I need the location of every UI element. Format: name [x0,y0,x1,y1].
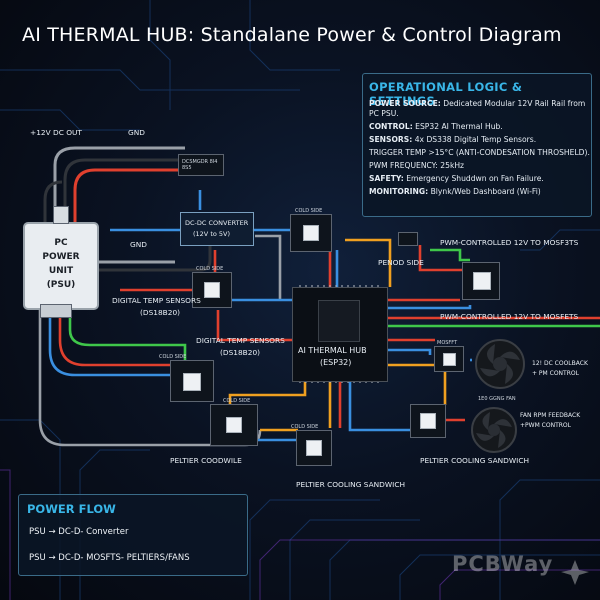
sensor-chip [303,225,319,241]
pwm-label-1: PWM-CONTROLLED 12V TO MOSF3TS [440,238,579,247]
fan-rpm-sublabel: +PWM CONTROL [520,422,571,429]
hub-sublabel: (ESP32) [320,358,352,367]
watermark-logo: PCBWay [452,552,554,576]
psu-label-2: POWER [42,252,80,262]
penod-module [398,232,418,246]
pwm-module-1 [462,262,500,300]
cold-side-sensor-2: COLD SIDE [192,266,232,308]
sensor-chip [204,282,220,298]
psu-label-3: UNIT [48,266,74,276]
fan-small [471,407,517,453]
cold-side-sensor-1: COLD SIDE [290,208,332,252]
sensor-chip [306,440,322,456]
sensor-chip [226,417,242,433]
mosfet-module: MOSFFT [434,340,464,372]
op-line-control: CONTROL: ESP32 AI Thermal Hub. [369,122,503,131]
power-flow-panel: POWER FLOW PSU → DC-D- Converter PSU → D… [18,494,248,576]
digital-temp-sublabel-1: (DS18B20) [140,308,181,317]
wire-runs [38,190,600,447]
cold-side-sensor-3: COLD SIDE [159,354,214,402]
peltier-module-right [410,404,446,438]
page-title: AI THERMAL HUB: Standalane Power & Contr… [22,24,562,46]
op-line-safety: SAFETY: Emergency Shuddwn on Fan Failure… [369,174,544,183]
esp32-chip [318,300,360,342]
power-flow-line-2: PSU → DC-D- MOSFTS- PELTIERS/FANS [29,553,190,563]
fan-large [475,339,525,389]
op-line-trigger: TRIGGER TEMP >15°C (ANTI-CONDESATION THR… [369,148,590,157]
operational-panel: OPERATIONAL LOGIC & SETTINGS POWER SOURC… [362,73,592,217]
op-line-sensors: SENSORS: 4x DS338 Digital Temp Sensors. [369,135,537,144]
peltier-module-center: COLD SIDE [291,424,332,466]
power-flow-line-1: PSU → DC-D- Converter [29,527,129,537]
sensor-chip [183,373,201,391]
sensor-chip [420,413,436,429]
power-flow-heading: POWER FLOW [27,502,116,516]
penod-side-label: PENOD SIDE [378,258,424,267]
gnd-label-top: GND [128,128,145,137]
background-traces-purple [0,469,600,600]
psu-unit: PC POWER UNIT (PSU) [23,222,99,310]
op-line-power: POWER SOURCE: Dedicated Modular 12V Rail… [369,99,586,118]
dc-out-label: +12V DC OUT [30,128,82,137]
fan-small-label: 1E0 GGNG FAN [478,396,516,402]
converter-label: DC-DC CONVERTER [185,219,249,227]
fan-rpm-label: FAN RPM FEEDBACK [520,412,581,419]
watermark-star-icon [561,560,589,585]
op-line-monitoring: MONITORING: Blynk/Web Dashboard (Wi-Fi) [369,187,541,196]
op-line-pwm: PWM FREQUENCY: 25kHz [369,161,465,170]
gnd-label-mid: GND [130,240,147,249]
sensor-chip [443,353,456,366]
dc-module: DCSMGDR 8I4 8S5 [178,154,224,176]
peltier-module-left: COLD SIDE [210,398,258,446]
psu-connector-bottom [40,304,72,318]
coolback-label: 12! DC COOLBACK [532,360,588,367]
peltier-sandwich-label-1: PELTIER COOLING SANDWICH [296,480,406,489]
psu-label-1: PC [54,238,68,248]
psu-connector-top [53,206,69,224]
ai-thermal-hub: AI THERMAL HUB (ESP32) [292,287,388,382]
digital-temp-label-1: DIGITAL TEMP SENSORS [112,296,201,305]
operational-heading: OPERATIONAL LOGIC & SETTINGS [369,80,523,108]
peltier-sandwich-label-2: PELTIER COOLING SANDWICH [420,456,530,465]
digital-temp-label-2: DIGITAL TEMP SENSORS [196,336,285,345]
digital-temp-sublabel-2: (DS18B20) [220,348,261,357]
dc-dc-converter: DC-DC CONVERTER (12V to 5V) [180,212,254,246]
peltier-coodwile-label: PELTIER COODWILE [170,456,242,465]
sensor-chip [473,272,491,290]
converter-sublabel: (12V to 5V) [193,230,231,238]
pwm-label-2: PWM-CONTROLLED 12V TO MOSFETS [440,312,579,321]
psu-label-4: (PSU) [46,280,76,290]
hub-label: AI THERMAL HUB [298,346,367,355]
coolback-sublabel: + PM CONTROL [532,370,579,377]
